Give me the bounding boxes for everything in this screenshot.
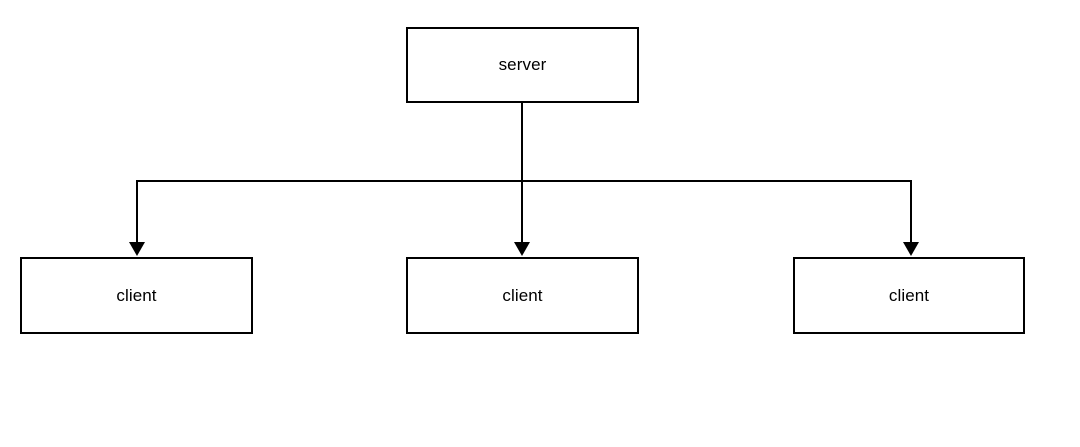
node-server-label: server	[498, 55, 547, 74]
node-client-3-label: client	[888, 285, 930, 305]
node-server[interactable]: server	[406, 27, 639, 103]
arrowhead-icon-client-3	[903, 242, 919, 256]
node-client-1[interactable]: client	[20, 257, 253, 334]
arrowhead-icon-client-1	[129, 242, 145, 256]
arrowhead-icon-client-2	[514, 242, 530, 256]
node-client-3[interactable]: client	[793, 257, 1025, 334]
node-client-1-label: client	[116, 285, 157, 305]
node-client-2[interactable]: client	[406, 257, 639, 334]
node-client-2-label: client	[502, 285, 543, 305]
